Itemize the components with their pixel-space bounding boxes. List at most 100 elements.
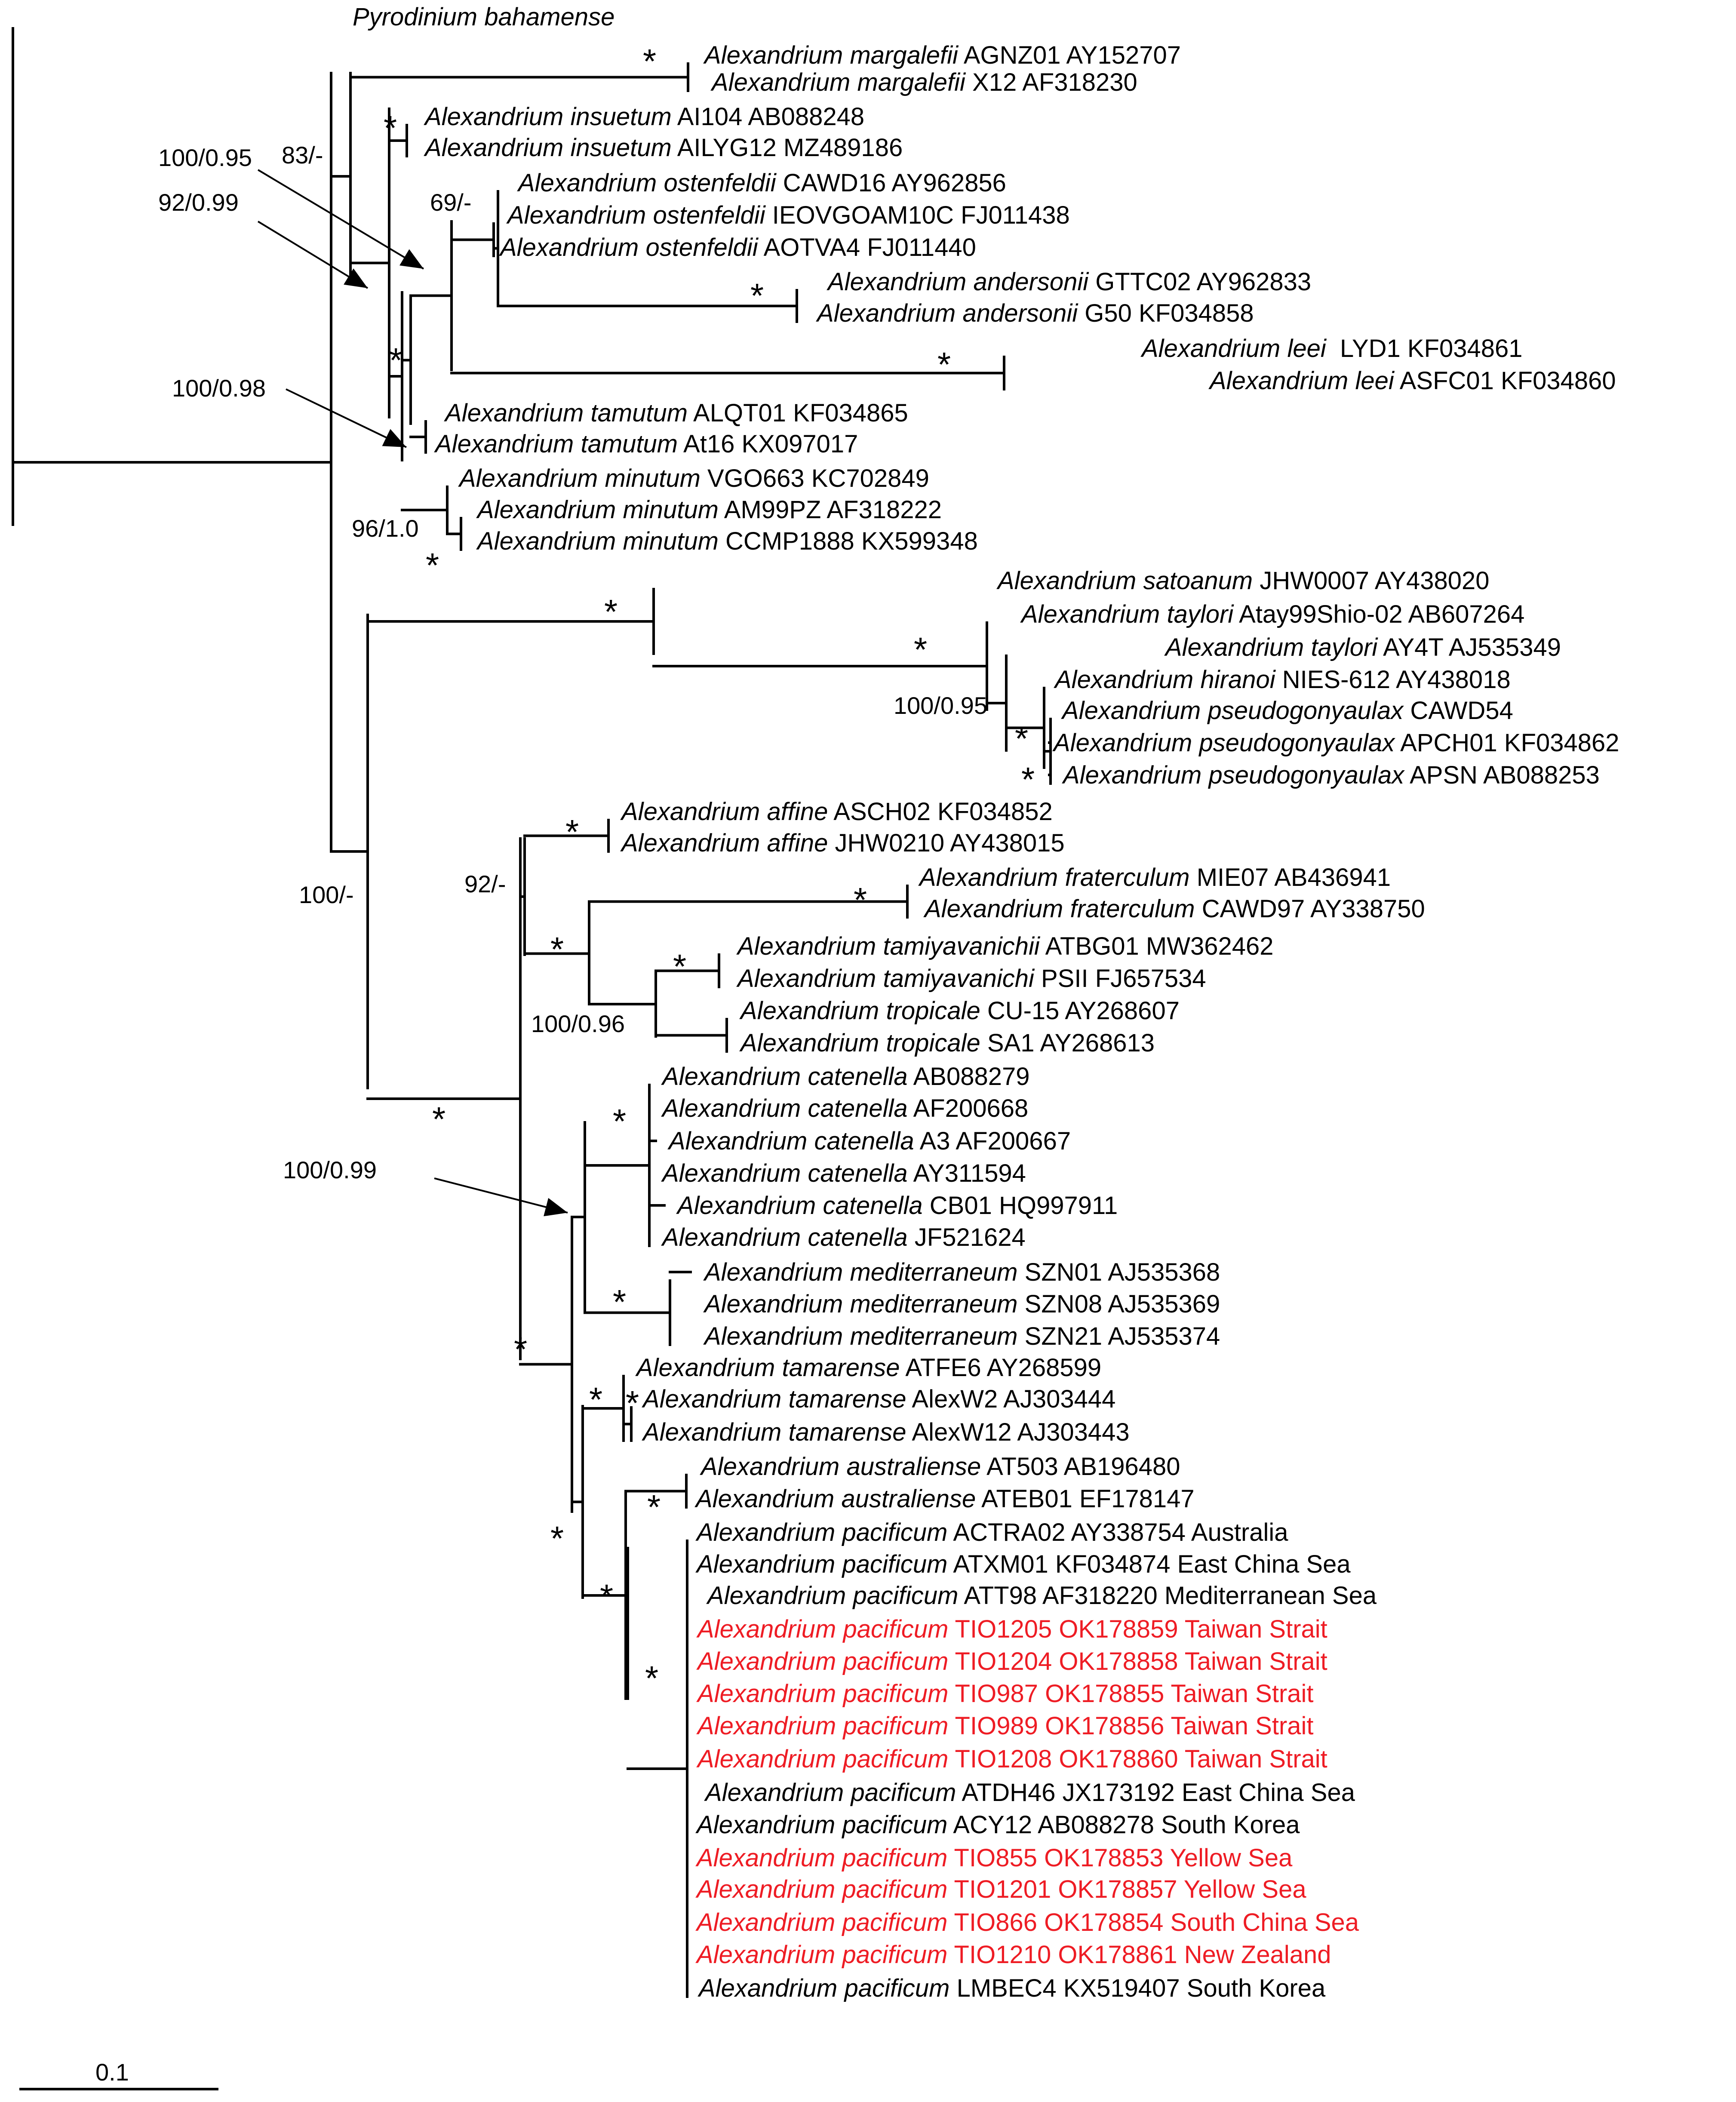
tip-label-strain: ALQT01 KF034865 bbox=[688, 399, 908, 427]
tip-label-strain: TIO1208 OK178860 Taiwan Strait bbox=[948, 1745, 1327, 1773]
tip-label-species: Alexandrium minutum bbox=[476, 496, 719, 524]
tip-label: Alexandrium satoanum JHW0007 AY438020 bbox=[996, 567, 1490, 595]
tip-label-strain: CCMP1888 KX599348 bbox=[719, 527, 978, 555]
callout-arrow-head bbox=[544, 1198, 568, 1217]
tip-label: Alexandrium fraterculum MIE07 AB436941 bbox=[918, 864, 1391, 891]
tip-label-species: Alexandrium insuetum bbox=[424, 103, 672, 131]
support-star: * bbox=[626, 1384, 639, 1422]
tip-label-species: Alexandrium pacificum bbox=[696, 1712, 948, 1740]
tip-label: Alexandrium tamutum ALQT01 KF034865 bbox=[444, 399, 908, 427]
tip-label: Alexandrium andersonii G50 KF034858 bbox=[816, 299, 1254, 327]
tip-label-strain: JF521624 bbox=[908, 1223, 1026, 1251]
support-value: 69/- bbox=[430, 189, 472, 216]
tip-label: Alexandrium pacificum TIO987 OK178855 Ta… bbox=[696, 1680, 1314, 1708]
tip-label: Alexandrium pacificum ATT98 AF318220 Med… bbox=[706, 1582, 1377, 1610]
support-value: 100/- bbox=[299, 881, 354, 908]
tip-label-species: Alexandrium pseudogonyaulax bbox=[1062, 761, 1405, 789]
tip-label-species: Alexandrium tamarense bbox=[642, 1385, 906, 1413]
tip-label-strain: LYD1 KF034861 bbox=[1326, 335, 1523, 363]
support-star: * bbox=[647, 1488, 661, 1526]
support-star: * bbox=[1021, 760, 1035, 799]
tip-label: Alexandrium tamarense AlexW2 AJ303444 bbox=[642, 1385, 1115, 1413]
tip-label: Alexandrium ostenfeldii AOTVA4 FJ011440 bbox=[499, 234, 976, 261]
tip-label-species: Alexandrium hiranoi bbox=[1054, 666, 1276, 694]
tip-label: Alexandrium catenella JF521624 bbox=[661, 1223, 1026, 1251]
tip-label-strain: ACY12 AB088278 South Korea bbox=[947, 1811, 1300, 1839]
tip-label-species: Pyrodinium bahamense bbox=[353, 3, 615, 31]
support-star: * bbox=[550, 930, 564, 968]
tip-label-species: Alexandrium fraterculum bbox=[923, 895, 1195, 923]
tip-label-strain: TIO1204 OK178858 Taiwan Strait bbox=[948, 1647, 1327, 1675]
support-star: * bbox=[645, 1659, 658, 1697]
tip-label-strain: AY311594 bbox=[908, 1159, 1026, 1187]
tip-label-species: Alexandrium tropicale bbox=[739, 1029, 980, 1057]
tip-label-species: Alexandrium leei bbox=[1208, 367, 1395, 395]
tip-label-strain: JHW0210 AY438015 bbox=[828, 829, 1064, 857]
tip-label-strain: TIO855 OK178853 Yellow Sea bbox=[947, 1844, 1293, 1872]
tip-label: Alexandrium australiense ATEB01 EF178147 bbox=[694, 1485, 1195, 1513]
tip-label-species: Alexandrium pacificum bbox=[696, 1615, 948, 1643]
support-star: * bbox=[1015, 719, 1028, 758]
tip-label-species: Alexandrium australiense bbox=[694, 1485, 976, 1513]
tip-label-strain: VGO663 KC702849 bbox=[701, 464, 929, 492]
tip-label-strain: AF200668 bbox=[908, 1094, 1029, 1122]
tip-label-species: Alexandrium ostenfeldii bbox=[499, 234, 759, 261]
tip-label-species: Alexandrium pacificum bbox=[706, 1582, 958, 1610]
tip-label-strain: G50 KF034858 bbox=[1078, 299, 1254, 327]
tip-label-strain: CAWD16 AY962856 bbox=[776, 169, 1006, 197]
tip-label: Alexandrium tamarense AlexW12 AJ303443 bbox=[642, 1418, 1130, 1446]
support-star: * bbox=[550, 1519, 564, 1558]
tip-label: Alexandrium pacificum ATDH46 JX173192 Ea… bbox=[704, 1779, 1355, 1807]
support-star: * bbox=[565, 813, 579, 851]
tip-label: Alexandrium affine ASCH02 KF034852 bbox=[620, 798, 1053, 826]
tip-label-strain: TIO987 OK178855 Taiwan Strait bbox=[948, 1680, 1313, 1708]
tip-label-species: Alexandrium catenella bbox=[676, 1192, 923, 1220]
tip-label: Alexandrium pseudogonyaulax CAWD54 bbox=[1061, 697, 1513, 725]
tip-label-strain: SZN08 AJ535369 bbox=[1018, 1290, 1220, 1318]
tip-label: Alexandrium leei ASFC01 KF034860 bbox=[1208, 367, 1616, 395]
tip-label-species: Alexandrium pseudogonyaulax bbox=[1052, 729, 1395, 757]
tip-label-strain: PSII FJ657534 bbox=[1034, 965, 1206, 993]
tip-label-strain: At16 KX097017 bbox=[678, 430, 858, 458]
tip-label-species: Alexandrium taylori bbox=[1020, 600, 1234, 628]
tip-label-strain: AlexW12 AJ303443 bbox=[906, 1418, 1130, 1446]
tip-label-species: Alexandrium insuetum bbox=[424, 134, 672, 162]
tip-label: Alexandrium hiranoi NIES-612 AY438018 bbox=[1054, 666, 1511, 694]
support-star: * bbox=[613, 1102, 626, 1140]
support-value: 83/- bbox=[282, 141, 323, 169]
tip-label: Alexandrium margalefii X12 AF318230 bbox=[710, 68, 1137, 96]
support-star: * bbox=[514, 1330, 527, 1368]
support-value: 100/0.98 bbox=[172, 375, 266, 402]
support-star: * bbox=[854, 881, 867, 919]
tip-label: Alexandrium andersonii GTTC02 AY962833 bbox=[827, 268, 1311, 296]
tip-label-strain: ASCH02 KF034852 bbox=[828, 798, 1052, 826]
tip-label: Alexandrium taylori AY4T AJ535349 bbox=[1164, 633, 1561, 661]
tip-label-species: Alexandrium minutum bbox=[458, 464, 701, 492]
support-star: * bbox=[750, 277, 764, 315]
tip-label-species: Alexandrium leei bbox=[1140, 335, 1327, 363]
tip-label: Alexandrium insuetum AILYG12 MZ489186 bbox=[424, 134, 903, 162]
tip-label: Alexandrium catenella A3 AF200667 bbox=[667, 1127, 1071, 1155]
support-value: 100/0.95 bbox=[158, 144, 252, 171]
tip-label-species: Alexandrium tamarense bbox=[642, 1418, 906, 1446]
callout-arrow-line bbox=[257, 169, 424, 270]
tip-label-strain: TIO866 OK178854 South China Sea bbox=[947, 1908, 1359, 1936]
tip-label-strain: AOTVA4 FJ011440 bbox=[758, 234, 976, 261]
tip-label-strain: TIO1201 OK178857 Yellow Sea bbox=[947, 1875, 1306, 1903]
tip-label-strain: LMBEC4 KX519407 South Korea bbox=[949, 1974, 1326, 2002]
tip-label-strain: SZN21 AJ535374 bbox=[1018, 1322, 1220, 1350]
tip-label-species: Alexandrium andersonii bbox=[816, 299, 1078, 327]
callout-arrow-head bbox=[382, 429, 406, 447]
tip-label: Alexandrium leei LYD1 KF034861 bbox=[1140, 335, 1523, 363]
tip-label-strain: AM99PZ AF318222 bbox=[719, 496, 942, 524]
tip-label-species: Alexandrium catenella bbox=[661, 1063, 908, 1091]
tip-label-strain: ATDH46 JX173192 East China Sea bbox=[956, 1779, 1355, 1807]
support-star: * bbox=[937, 345, 951, 384]
tip-label-strain: ATXM01 KF034874 East China Sea bbox=[947, 1550, 1351, 1578]
tip-label-strain: ATEB01 EF178147 bbox=[976, 1485, 1194, 1513]
tip-label: Alexandrium tropicale CU-15 AY268607 bbox=[739, 997, 1180, 1025]
tip-label-species: Alexandrium ostenfeldii bbox=[506, 201, 766, 229]
tip-label: Alexandrium ostenfeldii CAWD16 AY962856 bbox=[517, 169, 1006, 197]
